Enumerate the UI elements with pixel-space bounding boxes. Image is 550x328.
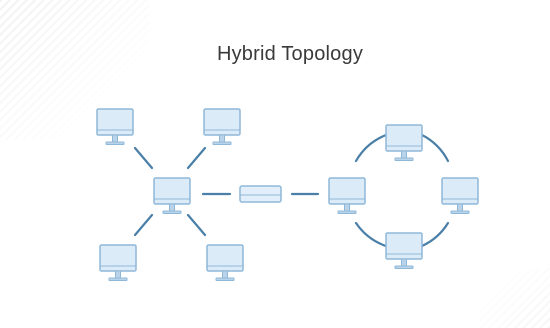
corner-stripes-decoration-bottom	[480, 268, 550, 328]
link-star-bottom-right	[186, 213, 207, 237]
ring-arc-top-left	[354, 133, 388, 163]
ring-arc-top-right	[420, 133, 450, 163]
ring-bottom-computer-icon	[385, 232, 423, 270]
link-star-bottom-left	[133, 213, 154, 237]
ring-right-computer-icon	[441, 177, 479, 215]
star-bottom-right-computer-icon	[206, 244, 244, 282]
star-bottom-left-computer-icon	[99, 244, 137, 282]
diagram-title: Hybrid Topology	[216, 43, 364, 65]
hub-icon	[239, 185, 282, 203]
star-top-right-computer-icon	[203, 108, 241, 146]
ring-links	[354, 133, 450, 248]
link-star-top-left	[133, 146, 154, 170]
ring-arc-bottom-left	[354, 221, 388, 248]
link-star-top-right	[186, 146, 207, 170]
star-top-left-computer-icon	[96, 108, 134, 146]
ring-left-computer-icon	[328, 177, 366, 215]
ring-top-computer-icon	[385, 124, 423, 162]
star-center-computer-icon	[153, 177, 191, 215]
star-links	[133, 146, 207, 237]
ring-arc-bottom-right	[420, 221, 450, 248]
